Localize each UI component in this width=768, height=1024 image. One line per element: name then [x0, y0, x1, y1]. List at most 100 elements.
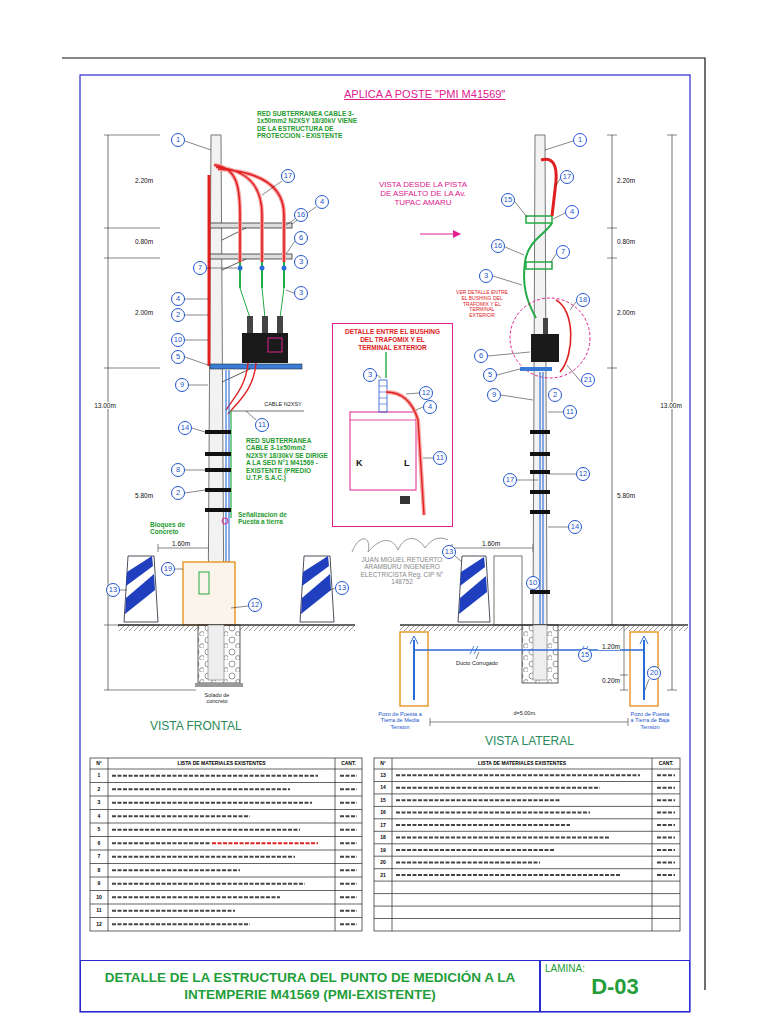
- row-number: 11: [90, 904, 108, 918]
- lateral-view-part: [470, 646, 588, 654]
- front-view-part: [208, 135, 224, 625]
- front-view-part: [205, 452, 231, 456]
- row-number: 16: [374, 806, 392, 818]
- callout-number: 13: [106, 583, 120, 597]
- front-view-part: [210, 254, 292, 259]
- front-view-part: [302, 556, 329, 586]
- duct-label: Ducto Corrugado: [455, 660, 499, 666]
- terminal-letter: L: [404, 458, 414, 468]
- callout-number: 18: [576, 293, 590, 307]
- row-number: 14: [374, 781, 392, 793]
- lateral-view-part: [543, 318, 548, 334]
- front-view-part: [300, 556, 334, 622]
- callout-text: 21: [582, 374, 594, 386]
- dimension-label: 2.00m: [135, 309, 159, 316]
- dimension-label: 0.20m: [598, 677, 620, 684]
- dimension-label: 5.80m: [617, 492, 641, 499]
- callout-number: 7: [556, 245, 570, 259]
- front-view-part: [260, 266, 265, 271]
- materials-tables-part: [212, 842, 318, 844]
- row-number: 8: [90, 864, 108, 878]
- callout-number: 2: [171, 308, 185, 322]
- magenta-arrow: [420, 234, 460, 235]
- cable-note: RED SUBTERRANEA CABLE 3-1x50mm2 N2XSY 18…: [257, 110, 359, 140]
- callout-text: 17: [504, 474, 516, 486]
- callout-text: 4: [566, 206, 578, 218]
- callout-text: 3: [364, 369, 376, 381]
- callout-number: 16: [491, 239, 505, 253]
- callout-text: 11: [256, 419, 268, 431]
- lateral-view-part: [455, 141, 649, 690]
- front-view-part: [183, 562, 235, 625]
- front-view-part: [124, 556, 158, 622]
- callout-text: 19: [162, 563, 174, 575]
- dimension-label: 2.20m: [135, 177, 159, 184]
- front-view-part: [242, 333, 288, 363]
- front-view-part: [226, 363, 256, 414]
- sheet-frame: [62, 58, 705, 1012]
- front-view-part: [210, 223, 292, 228]
- front-view-part: [208, 625, 224, 680]
- front-view-part: [230, 410, 231, 518]
- callout-text: 17: [561, 171, 573, 183]
- callout-number: 14: [178, 421, 192, 435]
- lateral-view-part: [476, 652, 479, 659]
- callout-text: 7: [194, 262, 206, 274]
- callout-text: 7: [557, 246, 569, 258]
- callout-number: 7: [193, 261, 207, 275]
- callout-text: 1: [172, 134, 184, 146]
- callout-text: 5: [172, 351, 184, 363]
- callout-text: 4: [316, 196, 328, 208]
- callout-number: 21: [581, 373, 595, 387]
- callout-number: 13: [335, 581, 349, 595]
- front-view-part: [247, 316, 253, 333]
- callout-number: 12: [248, 598, 262, 612]
- callout-text: 3: [295, 287, 307, 299]
- front-view-part: [214, 165, 284, 262]
- callout-text: 12: [420, 387, 432, 399]
- box-text: DETALLE DE LA ESTRUCTURA DEL PUNTO DE ME…: [81, 969, 539, 1003]
- grounding-sign-note: Señalizacion de Puesta a tierra: [238, 511, 296, 526]
- callout-number: 12: [419, 386, 433, 400]
- callout-text: 2: [172, 487, 184, 499]
- front-view-part: [277, 316, 283, 333]
- box-text: LAMINA:: [541, 961, 689, 974]
- detail-drawing-part: [350, 420, 416, 421]
- row-number: 18: [374, 831, 392, 843]
- materials-tables-part: [90, 758, 362, 931]
- callout-number: 11: [255, 418, 269, 432]
- row-number: 9: [90, 877, 108, 891]
- row-number: 10: [90, 891, 108, 905]
- detail-drawing-part: [350, 412, 416, 490]
- callout-number: 6: [474, 349, 488, 363]
- lateral-view-part: [530, 510, 550, 514]
- callout-text: 5: [484, 369, 496, 381]
- callout-text: 4: [172, 293, 184, 305]
- callout-number: 10: [526, 576, 540, 590]
- callout-text: 9: [488, 389, 500, 401]
- callout-number: 17: [560, 170, 574, 184]
- front-view-part: [108, 135, 109, 690]
- materials-tables-part: [374, 758, 680, 931]
- front-view-part: [222, 228, 246, 270]
- front-view-part: [238, 266, 243, 271]
- materials-tables-part-part: [657, 775, 675, 875]
- lateral-view-part: [667, 135, 677, 690]
- front-view-part: [262, 316, 268, 333]
- callout-number: 16: [294, 208, 308, 222]
- table-header: LISTA DE MATERIALES EXISTENTES: [392, 758, 652, 769]
- callout-number: 3: [294, 255, 308, 269]
- callout-text: 14: [179, 422, 191, 434]
- callout-text: 13: [336, 582, 348, 594]
- distance-label: d=5.00m.: [505, 710, 545, 716]
- dimension-label: 0.80m: [617, 238, 641, 245]
- lateral-view-part: [524, 223, 552, 318]
- sheet-frame-part: [80, 75, 690, 1012]
- concrete-blocks-note: Bloques de Concreto: [150, 521, 192, 536]
- callout-text: 1: [574, 134, 586, 146]
- front-view-part: [232, 411, 304, 412]
- callout-text: 4: [424, 401, 436, 413]
- callout-text: 12: [249, 599, 261, 611]
- dimension-label: 5.80m: [135, 492, 159, 499]
